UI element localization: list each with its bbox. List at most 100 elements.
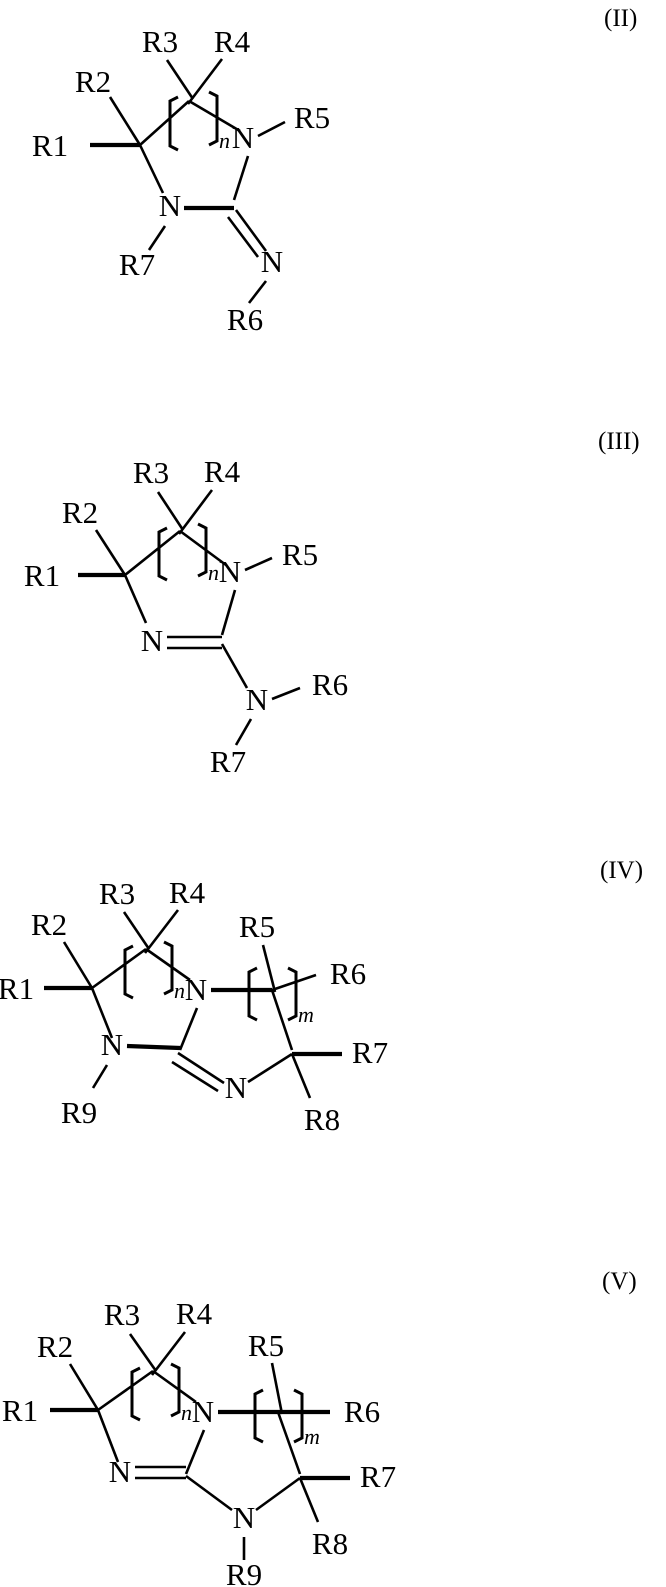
formula-block-II: (II) n N — [0, 0, 666, 410]
bond-c2-nbr-b — [171, 1060, 219, 1093]
bond-r2-c5 — [62, 941, 94, 989]
bond-c7-nbot — [255, 1476, 301, 1512]
bond-n1-r5 — [244, 556, 273, 572]
bond-c2-nimine-a — [234, 209, 268, 252]
atom-n-bridge: N — [225, 1070, 247, 1105]
bracket-left-n — [168, 95, 179, 152]
bond-c2-nbot — [185, 1474, 233, 1512]
bond-n1-c2 — [178, 1007, 199, 1051]
label-r1: R1 — [24, 558, 60, 593]
atom-n1: N — [192, 1394, 214, 1429]
bond-r3-ch2 — [156, 491, 185, 531]
structure-diagram-V: n N N m N R1 R2 R3 — [2, 1296, 396, 1587]
bond-c5-n3 — [96, 1409, 120, 1463]
bond-c5-ch2a — [91, 947, 147, 990]
label-r4: R4 — [204, 454, 241, 489]
atom-n-imine: N — [261, 244, 283, 279]
label-r7: R7 — [210, 744, 246, 779]
bond-c5-n3 — [123, 574, 148, 624]
label-r7: R7 — [352, 1035, 388, 1070]
label-r2: R2 — [62, 495, 98, 530]
label-r6: R6 — [312, 667, 348, 702]
subscript-m: m — [304, 1424, 320, 1449]
bracket-left-n — [130, 1366, 141, 1422]
atom-n-amine: N — [246, 682, 268, 717]
subscript-n: n — [174, 978, 185, 1003]
atom-n-bottom: N — [233, 1500, 255, 1535]
subscript-n: n — [208, 560, 219, 585]
bond-nimine-r6 — [247, 280, 268, 304]
structure-diagram-II: n N N N R1 R2 R3 R4 R5 — [32, 24, 330, 337]
label-r4: R4 — [176, 1296, 213, 1331]
bond-ch2b-r6 — [271, 973, 317, 992]
label-r5: R5 — [239, 909, 275, 944]
subscript-m: m — [298, 1002, 314, 1027]
label-r3: R3 — [104, 1297, 140, 1332]
structure-diagram-IV: n N N m N R1 R2 R3 — [0, 875, 388, 1137]
formula-label-II: (II) — [604, 5, 638, 32]
bond-c7-r8 — [290, 1053, 312, 1099]
bond-ch2b-c7 — [276, 1411, 302, 1475]
bond-c5-n3 — [90, 987, 114, 1039]
bond-c5-n3 — [138, 144, 165, 194]
bond-n3-r7 — [147, 225, 167, 251]
formula-block-V: (V) n N N — [0, 1260, 666, 1587]
label-r4: R4 — [214, 24, 251, 59]
bond-n3-r9 — [91, 1064, 109, 1089]
label-r7: R7 — [119, 247, 155, 282]
bracket-right-m — [293, 1388, 304, 1444]
bond-namine-r7 — [234, 718, 253, 746]
bond-r3-ch2 — [165, 59, 195, 100]
bond-c2-namine — [220, 643, 249, 689]
label-r5: R5 — [248, 1328, 284, 1363]
bond-ch2a-n1 — [152, 1369, 197, 1404]
formula-label-IV: (IV) — [600, 857, 644, 884]
bracket-left-m — [253, 1388, 264, 1444]
bond-ch2-n1 — [179, 529, 227, 567]
bracket-left-n — [157, 526, 168, 582]
label-r9: R9 — [226, 1557, 262, 1587]
bond-namine-r6 — [271, 686, 301, 701]
label-r7: R7 — [360, 1459, 396, 1494]
bracket-right-n — [170, 1362, 181, 1418]
atom-n1: N — [185, 972, 207, 1007]
bracket-left-n — [123, 944, 134, 1000]
bond-c7-nbr — [247, 1052, 293, 1084]
label-r6: R6 — [344, 1394, 380, 1429]
label-r5: R5 — [294, 100, 330, 135]
formula-block-IV: (IV) n N N — [0, 850, 666, 1260]
bond-ch2a-n1 — [145, 947, 191, 982]
bond-r3-ch2a — [128, 1333, 158, 1372]
bond-r2-c5 — [108, 96, 142, 146]
label-r1: R1 — [0, 971, 34, 1006]
label-r3: R3 — [99, 876, 135, 911]
bond-n3-c2 — [126, 1043, 181, 1051]
bracket-left-m — [247, 966, 258, 1022]
bond-r4-ch2a — [143, 909, 180, 954]
bond-c5-ch2a — [97, 1369, 154, 1412]
bond-n1-c2 — [220, 589, 237, 636]
bond-n1-r5 — [257, 120, 286, 138]
atom-n1: N — [219, 554, 241, 589]
label-r3: R3 — [133, 455, 169, 490]
label-r9: R9 — [61, 1095, 97, 1130]
subscript-n: n — [181, 1400, 192, 1425]
label-r8: R8 — [312, 1526, 348, 1561]
label-r3: R3 — [142, 24, 178, 59]
label-r2: R2 — [37, 1329, 73, 1364]
label-r6: R6 — [330, 956, 366, 991]
bond-r2-c5 — [94, 529, 127, 576]
bond-r3-ch2a — [122, 911, 151, 950]
bond-c5-ch2 — [139, 100, 190, 146]
bond-n1-c2 — [184, 1429, 206, 1475]
subscript-n: n — [219, 128, 230, 153]
bond-r5-ch2b — [261, 944, 277, 993]
atom-n3: N — [141, 623, 163, 658]
bond-c2-nimine-b — [226, 216, 260, 258]
atom-n3: N — [159, 188, 181, 223]
bracket-right-n — [197, 522, 208, 578]
bond-c2-nbr-a — [177, 1051, 225, 1085]
label-r1: R1 — [2, 1393, 38, 1428]
formula-block-III: (III) n N N N R1 R2 — [0, 420, 666, 850]
